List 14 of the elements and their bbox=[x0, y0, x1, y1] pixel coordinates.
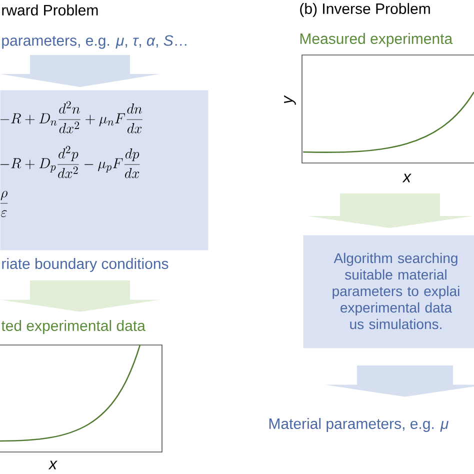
panel-title: rward Problem bbox=[2, 4, 98, 16]
caption-text: riate boundary conditions bbox=[2, 258, 168, 272]
panel-title: (b) Inverse Problem bbox=[300, 3, 430, 17]
heading-text: ted experimental data bbox=[1, 320, 146, 334]
block-arrow bbox=[307, 193, 473, 228]
process-box: Algorithm searching suitable material parameters to explai experimental data us simulations. bbox=[303, 235, 474, 348]
block-arrow bbox=[0, 55, 160, 87]
equation-box: $-R+D_n\frac{d^2n}{dx^2}+\mu_nF\frac{dn}{dx}$ $-R+D_p\frac{d^2p}{dx^2}-\mu_pF\frac{dp}{dx}$ $\frac{\rho}{\varepsilon}$ bbox=[0, 90, 208, 250]
heading-text: Measured experimenta bbox=[300, 33, 453, 47]
axis-label: x bbox=[48, 460, 58, 470]
heading-text: Material parameters, e.g. μ bbox=[269, 418, 448, 432]
heading-text: parameters, e.g. μ, τ, α, S… bbox=[2, 35, 186, 49]
block-arrow bbox=[325, 365, 474, 397]
block-arrow bbox=[0, 280, 160, 312]
